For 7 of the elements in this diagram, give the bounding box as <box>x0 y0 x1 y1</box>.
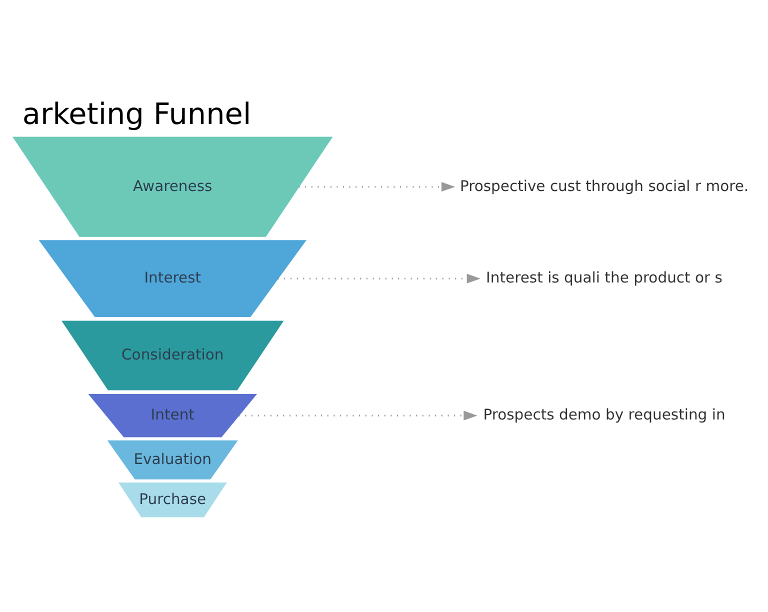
node-text: Interest is quali the product or s <box>486 268 722 286</box>
arrow <box>238 410 477 420</box>
node-text: Prospective cust through social r more. <box>459 177 748 194</box>
arrow <box>298 182 455 192</box>
diagram-title: arketing Funnel <box>22 96 251 131</box>
arrow <box>277 273 480 283</box>
node-text: Prospects demo by requesting in <box>482 406 725 423</box>
